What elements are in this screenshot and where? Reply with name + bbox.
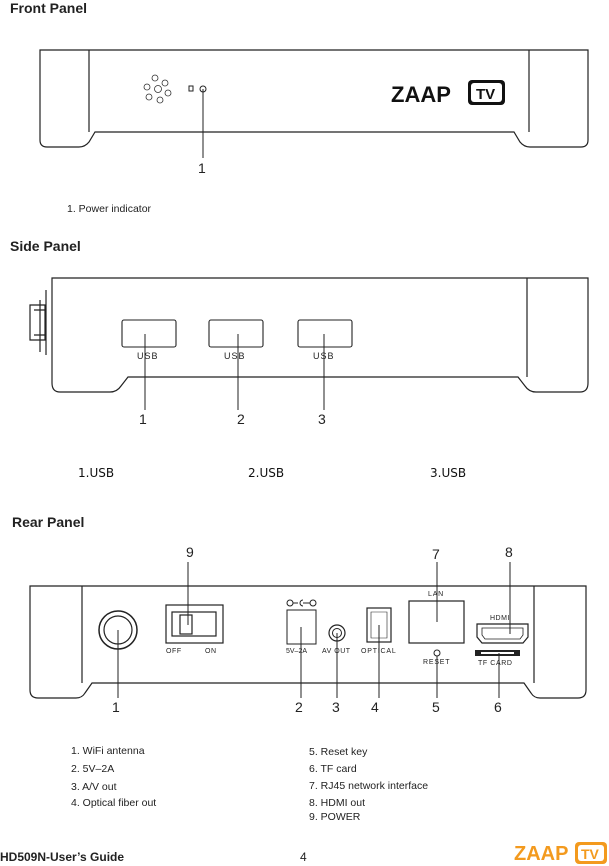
rear-tf-card-label: TF CARD xyxy=(478,660,513,667)
rear-legend-optical-out: 4. Optical fiber out xyxy=(71,797,157,809)
front-panel-heading: Front Panel xyxy=(10,0,88,16)
side-usb-port-1-label: USB xyxy=(137,351,159,361)
side-panel-heading: Side Panel xyxy=(10,238,81,254)
rear-reset-label: RESET xyxy=(423,659,450,666)
side-callout-1: 1 xyxy=(139,411,147,427)
rear-legend-av-out: 3. A/V out xyxy=(71,781,117,793)
rear-legend-power: 9. POWER xyxy=(309,811,361,823)
front-brand-logo: ZAAP xyxy=(391,82,451,107)
rear-callout-7: 7 xyxy=(432,546,440,562)
front-brand-tv: TV xyxy=(476,86,495,103)
side-usb-port-3-label: USB xyxy=(313,351,335,361)
front-caption-power-indicator: 1. Power indicator xyxy=(67,203,152,215)
rear-hdmi-label: HDMI xyxy=(490,615,510,622)
footer-logo-brand: ZAAP xyxy=(514,843,568,865)
rear-lan-label: LAN xyxy=(428,591,444,598)
side-callout-2: 2 xyxy=(237,411,245,427)
rear-callout-9: 9 xyxy=(186,544,194,560)
side-callout-3: 3 xyxy=(318,411,326,427)
rear-legend-hdmi-out: 8. HDMI out xyxy=(309,797,366,809)
footer-page-number: 4 xyxy=(300,850,307,864)
rear-panel-diagram: OFF ON 5V–2A AV OUT OPTICAL LAN RESET HD… xyxy=(29,562,587,699)
rear-callout-5: 5 xyxy=(432,699,440,715)
rear-av-out-label: AV OUT xyxy=(322,648,351,655)
side-caption-usb-3: 3.USB xyxy=(430,466,467,480)
rear-power-label: 5V–2A xyxy=(286,648,307,655)
side-caption-usb-2: 2.USB xyxy=(248,466,285,480)
rear-callout-2: 2 xyxy=(295,699,303,715)
front-callout-1: 1 xyxy=(198,160,206,176)
footer-zaap-tv-logo: ZAAP TV xyxy=(514,842,607,865)
rear-switch-off-label: OFF xyxy=(166,648,182,655)
rear-legend-reset-key: 5. Reset key xyxy=(309,746,368,758)
rear-callout-1: 1 xyxy=(112,699,120,715)
side-panel-diagram: USB USB USB xyxy=(29,277,589,410)
rear-legend-tf-card: 6. TF card xyxy=(309,763,357,775)
side-usb-port-2-label: USB xyxy=(224,351,246,361)
rear-callout-8: 8 xyxy=(505,544,513,560)
rear-optical-label: OPTICAL xyxy=(361,648,397,655)
rear-callout-6: 6 xyxy=(494,699,502,715)
side-caption-usb-1: 1.USB xyxy=(78,466,115,480)
rear-legend-wifi-antenna: 1. WiFi antenna xyxy=(71,745,145,757)
rear-callout-4: 4 xyxy=(371,699,379,715)
footer-logo-tv: TV xyxy=(581,846,600,862)
rear-callout-3: 3 xyxy=(332,699,340,715)
rear-legend-power-input: 2. 5V–2A xyxy=(71,763,115,775)
rear-switch-on-label: ON xyxy=(205,648,217,655)
footer-guide-title: HD509N-User’s Guide xyxy=(0,850,125,864)
front-panel-diagram: ZAAP TV xyxy=(39,49,589,158)
rear-legend-rj45: 7. RJ45 network interface xyxy=(309,780,429,792)
rear-panel-heading: Rear Panel xyxy=(12,514,85,530)
